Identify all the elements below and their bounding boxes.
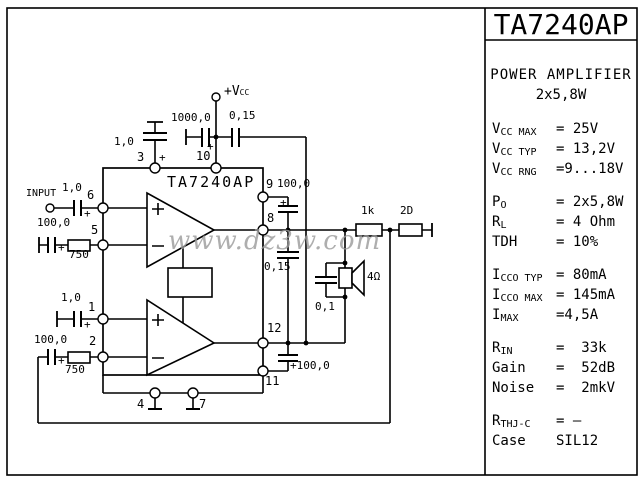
spec-row: ICCO TYP = 80mA: [492, 266, 638, 286]
wires: [37, 101, 432, 424]
spec-value: = –: [556, 413, 582, 429]
opamp-lower: [146, 298, 216, 377]
spec-value: = 33k: [556, 340, 607, 356]
label-cap-100uf-pin9: 100,0: [277, 177, 311, 190]
label-cap-01: 0,1: [315, 300, 335, 313]
label-res-750-1: 750: [69, 248, 89, 261]
spec-row: VCC MAX = 25V: [492, 120, 638, 140]
plus-mark-fb2-cap: +: [58, 354, 65, 367]
spec-row: PO = 2x5,8W: [492, 193, 638, 213]
spec-name: TDH: [492, 234, 518, 250]
spec-value: = 52dB: [556, 360, 616, 376]
label-pin2: 2: [89, 334, 97, 348]
ic-outline: [102, 167, 264, 376]
label-cap-100uf-fb1: 100,0: [37, 216, 71, 229]
spec-value: =4,5A: [556, 307, 599, 323]
plus-mark-in2-cap: +: [84, 318, 91, 331]
spec-value: = 145mA: [556, 287, 616, 303]
spec-row: Noise = 2mkV: [492, 379, 638, 399]
label-pin1: 1: [88, 300, 96, 314]
label-cap-100uf-fb2: 100,0: [34, 333, 68, 346]
spec-name: VCC RNG: [492, 161, 537, 178]
title-block-part-number: TA7240AP: [493, 8, 629, 41]
label-cap-015-out: 0,15: [264, 260, 291, 273]
spec-row: IMAX =4,5A: [492, 306, 638, 326]
spec-value: = 25V: [556, 121, 599, 137]
label-pin8: 8: [267, 211, 275, 225]
spec-list: VCC MAX = 25V VCC TYP = 13,2V VCC RNG =9…: [492, 120, 638, 452]
spec-name: RL: [492, 214, 507, 231]
spec-row: Case SIL12: [492, 432, 638, 452]
vcc-terminal: [211, 92, 221, 102]
spec-name: Gain: [492, 360, 526, 376]
spec-name: RIN: [492, 340, 513, 357]
spec-value: = 13,2V: [556, 141, 616, 157]
label-cap-1u-input: 1,0: [62, 181, 82, 194]
label-vcc: +VCC: [224, 84, 250, 99]
spec-name: Case: [492, 433, 526, 449]
label-pin11: 11: [265, 374, 280, 388]
label-pin6: 6: [87, 188, 95, 202]
spec-value: SIL12: [556, 433, 599, 449]
spec-row: RL = 4 Ohm: [492, 213, 638, 233]
label-pin5: 5: [91, 223, 99, 237]
spec-value: = 10%: [556, 234, 599, 250]
spec-name: IMAX: [492, 307, 519, 324]
label-pin7: 7: [199, 397, 207, 411]
panel-subheading: 2x5,8W: [535, 87, 587, 103]
speaker: [338, 259, 365, 297]
spec-name: ICCO MAX: [492, 287, 543, 304]
spec-name: VCC MAX: [492, 121, 537, 138]
label-pin4: 4: [137, 397, 145, 411]
plus-mark-pin9-cap: +: [280, 196, 287, 209]
spec-name: ICCO TYP: [492, 267, 543, 284]
label-cap-015-top: 0,15: [229, 109, 256, 122]
spec-value: = 80mA: [556, 267, 607, 283]
plus-mark-fb1-cap: +: [58, 241, 65, 254]
plus-mark-input-cap: +: [84, 207, 91, 220]
label-pin9: 9: [266, 177, 274, 191]
capacitors: [47, 128, 337, 365]
label-cap-100uf-pin12: +100,0: [290, 359, 330, 372]
spec-name: Noise: [492, 380, 535, 396]
internal-block: [167, 267, 213, 298]
label-speaker-4ohm: 4Ω: [367, 270, 381, 283]
label-pin3: 3: [137, 150, 145, 164]
input-terminal: [45, 203, 55, 213]
label-pin10: 10: [196, 149, 211, 163]
spec-row: RIN = 33k: [492, 339, 638, 359]
spec-name: PO: [492, 194, 507, 211]
opamp-upper: [146, 191, 216, 269]
plus-mark-pin3-cap: +: [159, 151, 166, 164]
label-input: INPUT: [26, 188, 57, 199]
label-cap-1u-top: 1,0: [114, 135, 134, 148]
spec-row: Gain = 52dB: [492, 359, 638, 379]
spec-row: ICCO MAX = 145mA: [492, 286, 638, 306]
label-res-1k: 1k: [361, 204, 375, 217]
label-res-2: 2D: [400, 204, 414, 217]
terminal-bars: [38, 121, 433, 327]
spec-row: VCC TYP = 13,2V: [492, 140, 638, 160]
pin-circles: [45, 92, 269, 399]
panel-heading: POWER AMPLIFIER: [490, 67, 632, 83]
plus-mark-1000uf: +: [207, 140, 214, 153]
spec-value: = 2mkV: [556, 380, 616, 396]
label-pin12: 12: [267, 321, 282, 335]
spec-value: =9...18V: [556, 161, 624, 177]
spec-row: RTHJ-C = –: [492, 412, 638, 432]
spec-row: TDH = 10%: [492, 233, 638, 253]
page-frame: [6, 7, 638, 476]
spec-value: = 4 Ohm: [556, 214, 616, 230]
ic-part-label: TA7240AP: [167, 173, 256, 191]
resistors: [67, 223, 423, 364]
junction-dots: [213, 134, 393, 346]
label-cap-1u-in2: 1,0: [61, 291, 81, 304]
label-res-750-2: 750: [65, 363, 85, 376]
spec-value: = 2x5,8W: [556, 194, 624, 210]
label-cap-1000uf: 1000,0: [171, 111, 211, 124]
spec-name: RTHJ-C: [492, 413, 531, 430]
spec-row: VCC RNG =9...18V: [492, 160, 638, 180]
spec-name: VCC TYP: [492, 141, 537, 158]
